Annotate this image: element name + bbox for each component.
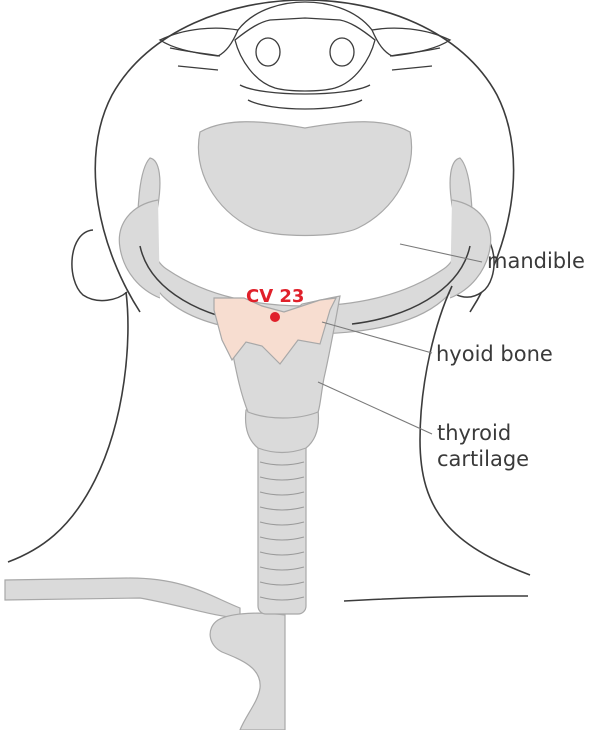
cv23-label: CV 23 — [246, 287, 304, 307]
hyoid-bone-label: hyoid bone — [436, 341, 553, 367]
mandible-label: mandible — [487, 248, 585, 274]
neck-left-outline — [8, 292, 128, 562]
thyroid-label-line2: cartilage — [437, 446, 529, 472]
sternum — [210, 613, 285, 730]
clavicle — [5, 578, 240, 618]
thyroid-cartilage-label: thyroid cartilage — [437, 420, 529, 472]
thyroid-label-line1: thyroid — [437, 420, 529, 446]
thyroid-leader-line — [318, 382, 432, 434]
shoulder-right-line — [344, 596, 528, 601]
cv23-point — [270, 312, 280, 322]
